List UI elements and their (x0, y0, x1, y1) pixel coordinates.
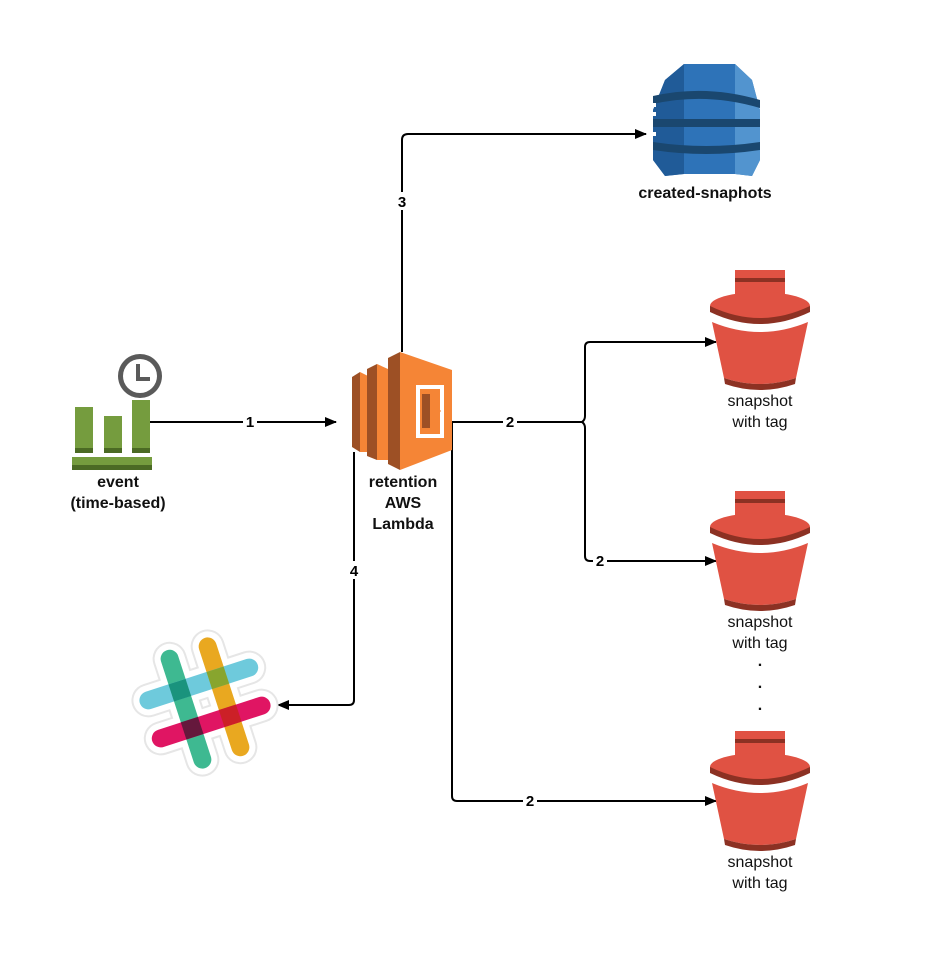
lambda-label-line2: AWS (385, 495, 422, 512)
bucket-1-label-line1: snapshot (728, 393, 793, 410)
bucket-node-3[interactable]: snapshot with tag (710, 731, 810, 892)
bucket-node-1[interactable]: snapshot with tag (710, 270, 810, 431)
lambda-label-line3: Lambda (372, 516, 433, 533)
bucket-1-label-line2: with tag (731, 414, 787, 431)
bucket-2-label-line2: with tag (731, 635, 787, 652)
event-label-line2: (time-based) (70, 495, 165, 512)
edge-label-3: 3 (398, 194, 406, 211)
ellipsis: . . . (758, 653, 762, 714)
bucket-2-label-line1: snapshot (728, 614, 793, 631)
ellipsis-dot: . (758, 697, 762, 714)
dynamodb-label: created-snaphots (638, 185, 771, 202)
edge-label-2a: 2 (506, 414, 514, 431)
edge-lambda-to-buckets (452, 337, 717, 566)
event-node[interactable]: event (time-based) (70, 354, 166, 512)
cloudwatch-event-clock-icon (72, 354, 162, 470)
lambda-node[interactable]: retention AWS Lambda (352, 352, 452, 533)
dynamodb-node[interactable]: created-snaphots (638, 64, 772, 202)
edge-label-2c: 2 (526, 793, 534, 810)
bucket-3-label-line2: with tag (731, 875, 787, 892)
event-label-line1: event (97, 474, 139, 491)
s3-bucket-icon (710, 491, 810, 611)
s3-bucket-icon (710, 731, 810, 851)
edge-label-2b: 2 (596, 553, 604, 570)
edge-lambda-to-slack (277, 452, 355, 710)
slack-icon (131, 629, 279, 777)
aws-lambda-icon (352, 352, 452, 470)
edge-lambda-to-dynamodb (401, 129, 647, 352)
s3-bucket-icon (710, 270, 810, 390)
edge-label-4: 4 (350, 563, 359, 580)
dynamodb-icon (650, 64, 760, 176)
lambda-label-line1: retention (369, 474, 437, 491)
bucket-3-label-line1: snapshot (728, 854, 793, 871)
ellipsis-dot: . (758, 675, 762, 692)
bucket-node-2[interactable]: snapshot with tag (710, 491, 810, 652)
slack-node[interactable] (131, 629, 279, 777)
edge-lambda-to-bucket-c (451, 422, 717, 806)
edge-label-1: 1 (246, 414, 254, 431)
ellipsis-dot: . (758, 653, 762, 670)
